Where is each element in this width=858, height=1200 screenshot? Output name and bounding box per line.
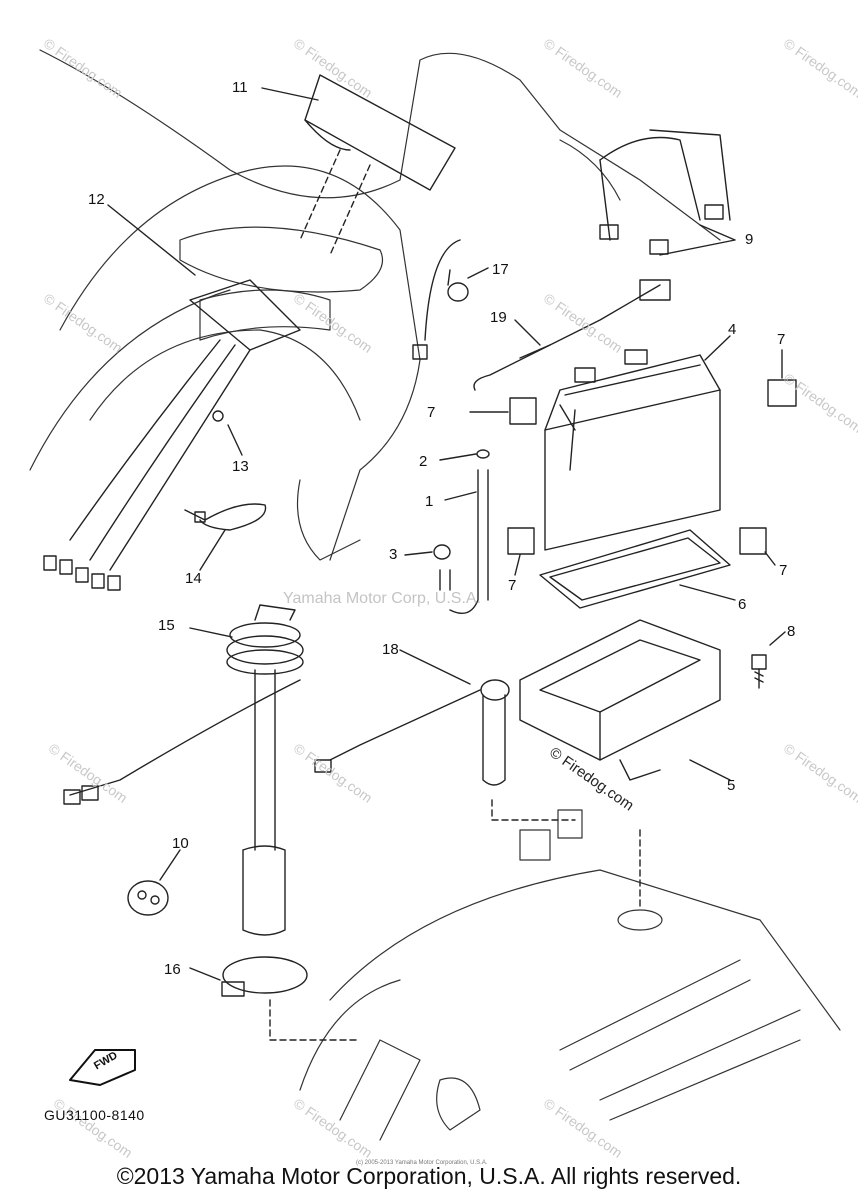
callout-1: 1 <box>425 493 434 510</box>
part-4-battery <box>544 349 721 551</box>
callout-7-d: 7 <box>779 562 788 579</box>
leader-19 <box>514 319 541 346</box>
part-3-clamp <box>433 544 451 591</box>
callout-9: 9 <box>745 231 754 248</box>
callout-6: 6 <box>738 596 747 613</box>
leader-7-c <box>514 554 521 576</box>
deck-outline <box>299 809 841 1141</box>
part-7-pad-a <box>509 397 537 425</box>
leader-13 <box>227 424 243 456</box>
callout-11: 11 <box>232 79 248 96</box>
diagram-code: GU31100-8140 <box>44 1107 145 1123</box>
part-9-strap <box>599 129 731 255</box>
part-18-sensor <box>314 679 510 786</box>
leader-12 <box>107 204 196 276</box>
callout-4: 4 <box>728 321 737 338</box>
part-5-battery-box <box>519 619 721 781</box>
leader-9 <box>659 224 736 256</box>
callout-14: 14 <box>185 570 202 587</box>
callout-18: 18 <box>382 641 399 658</box>
dash-line-16 <box>269 999 361 1041</box>
callout-10: 10 <box>172 835 189 852</box>
callout-8: 8 <box>787 623 796 640</box>
copyright-footer: ©2013 Yamaha Motor Corporation, U.S.A. A… <box>116 1163 742 1189</box>
part-11-meter <box>299 74 456 256</box>
leader-3 <box>404 551 433 556</box>
part-12-harness <box>43 279 301 591</box>
callout-7-a: 7 <box>427 404 436 421</box>
part-8-bolt <box>751 654 767 689</box>
part-15-fuel-sender <box>63 604 304 936</box>
leader-6 <box>679 584 736 601</box>
callout-2: 2 <box>419 453 428 470</box>
fwd-arrow-icon <box>69 1049 136 1086</box>
part-7-pad-b <box>767 379 797 407</box>
part-6-pad <box>539 529 731 609</box>
callout-7-b: 7 <box>777 331 786 348</box>
callout-7-c: 7 <box>508 577 517 594</box>
part-19-cable <box>473 279 671 391</box>
callout-13: 13 <box>232 458 249 475</box>
leader-8 <box>769 631 786 646</box>
part-13-clip <box>212 410 224 422</box>
part-7-pad-c <box>507 527 535 555</box>
dash-line-18 <box>491 799 576 821</box>
callout-15: 15 <box>158 617 175 634</box>
leader-15 <box>189 627 233 638</box>
leader-17 <box>467 267 489 279</box>
callout-19: 19 <box>490 309 507 326</box>
callout-12: 12 <box>88 191 105 208</box>
leader-10 <box>159 849 181 881</box>
hull-outline <box>29 49 721 561</box>
leader-1 <box>444 491 477 501</box>
part-16-band <box>221 956 308 997</box>
leader-7-d <box>764 551 776 566</box>
tiny-copyright: (c) 2005-2013 Yamaha Motor Corporation, … <box>356 1160 488 1166</box>
leader-4 <box>704 335 731 361</box>
callout-16: 16 <box>164 961 181 978</box>
part-1-tube <box>449 449 490 614</box>
watermark-yamaha: Yamaha Motor Corp, U.S.A. <box>283 590 481 607</box>
callout-3: 3 <box>389 546 398 563</box>
leader-18 <box>399 649 471 685</box>
leader-11 <box>261 87 319 101</box>
leader-5 <box>689 759 731 781</box>
part-10-grommet <box>127 880 169 916</box>
leader-2 <box>439 453 477 461</box>
part-17-connector <box>412 239 469 360</box>
part-14-tie <box>184 503 267 531</box>
part-6-pad-inner <box>549 537 721 601</box>
callout-17: 17 <box>492 261 509 278</box>
callout-5: 5 <box>727 777 736 794</box>
leader-14 <box>199 529 226 571</box>
leader-16 <box>189 967 221 981</box>
part-7-pad-d <box>739 527 767 555</box>
